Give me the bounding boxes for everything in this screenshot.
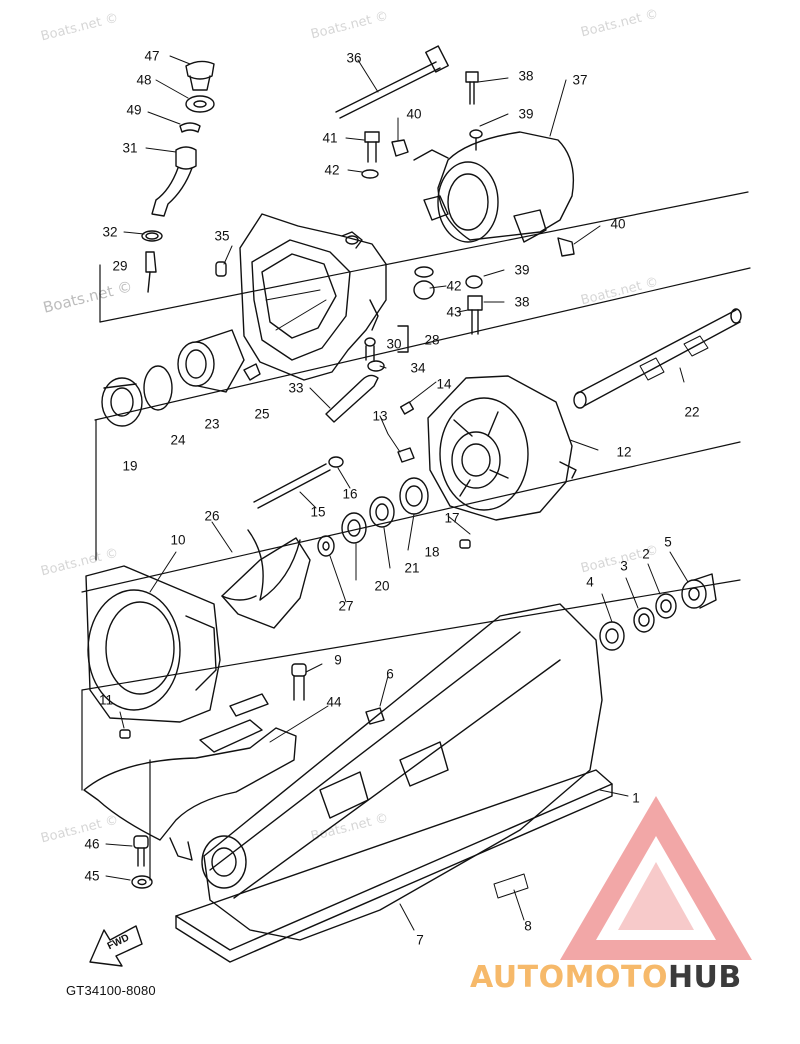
callout-31: 31 [122, 141, 137, 156]
callout-21: 21 [404, 561, 419, 576]
callout-40-bottom: 40 [610, 217, 625, 232]
callout-7: 7 [416, 933, 424, 948]
callout-22: 22 [684, 405, 699, 420]
o-ring-24 [143, 365, 173, 411]
callout-43: 43 [446, 305, 461, 320]
callout-34: 34 [410, 361, 426, 376]
callout-25: 25 [254, 407, 269, 422]
callout-42-bottom: 42 [446, 279, 461, 294]
pin-35 [215, 261, 227, 277]
callout-42-top: 42 [324, 163, 339, 178]
bearings-row [317, 477, 429, 557]
callout-49: 49 [126, 103, 141, 118]
callout-41: 41 [322, 131, 337, 146]
brand-part-hub: HUB [667, 960, 742, 995]
intake-cover-44 [83, 693, 297, 861]
callout-23: 23 [204, 417, 219, 432]
callout-numbers: 1 2 3 4 5 6 7 8 9 10 11 12 13 14 15 16 1… [84, 49, 699, 948]
washers-lower-left [131, 835, 153, 889]
fwd-label: FWD [106, 932, 131, 952]
callout-40-top: 40 [406, 107, 421, 122]
clamp-32 [141, 230, 163, 242]
nozzle-housing [239, 213, 387, 381]
callout-19: 19 [122, 459, 137, 474]
automotohub-logo-icon [560, 796, 752, 960]
intake-duct-23 [177, 329, 245, 393]
fitting-29 [145, 251, 157, 293]
callout-10: 10 [170, 533, 185, 548]
impeller-26 [221, 529, 311, 629]
brand-part-moto: MOTO [564, 960, 668, 995]
callout-9: 9 [334, 653, 342, 668]
callout-3: 3 [620, 559, 628, 574]
callout-1: 1 [632, 791, 640, 806]
stopper-assembly [179, 60, 215, 133]
callout-45: 45 [84, 869, 99, 884]
callout-26: 26 [204, 509, 219, 524]
bolts-top [361, 71, 575, 335]
callout-35: 35 [214, 229, 229, 244]
trim-cylinder-37 [413, 129, 575, 243]
drive-shaft-22 [573, 308, 742, 409]
callout-16: 16 [342, 487, 357, 502]
callout-33: 33 [288, 381, 303, 396]
callout-24: 24 [170, 433, 186, 448]
callout-2: 2 [642, 547, 650, 562]
callout-38-top: 38 [518, 69, 533, 84]
impeller-housing-12 [427, 375, 577, 521]
jet-intake-body [175, 603, 613, 963]
callout-27: 27 [338, 599, 353, 614]
callout-32: 32 [102, 225, 117, 240]
callout-17: 17 [444, 511, 459, 526]
brand-part-auto: AUTO [470, 960, 565, 995]
callout-6: 6 [386, 667, 394, 682]
callout-20: 20 [374, 579, 389, 594]
callout-8: 8 [524, 919, 532, 934]
callout-29: 29 [112, 259, 127, 274]
callout-46: 46 [84, 837, 99, 852]
leader-lines [105, 55, 689, 931]
hose-33 [325, 374, 379, 423]
hose-31 [151, 146, 197, 217]
callout-13: 13 [372, 409, 387, 424]
bearing-19 [101, 377, 143, 427]
fasteners-lower [291, 663, 385, 725]
section-lines [81, 191, 751, 881]
screw-25 [243, 363, 261, 381]
part-code: GT34100-8080 [66, 983, 156, 998]
callout-39-bottom: 39 [514, 263, 529, 278]
callout-38-bottom: 38 [514, 295, 529, 310]
callout-30: 30 [386, 337, 401, 352]
pump-housing-10 [85, 565, 221, 739]
callout-37: 37 [572, 73, 587, 88]
bracket-28 [364, 325, 409, 372]
small-parts-mid [253, 401, 471, 549]
brand-wordmark: AUTOMOTOHUB [470, 960, 742, 995]
callout-12: 12 [616, 445, 631, 460]
callout-5: 5 [664, 535, 672, 550]
fwd-arrow-icon: FWD [89, 925, 143, 967]
callout-14: 14 [436, 377, 452, 392]
callout-39-top: 39 [518, 107, 533, 122]
callout-11: 11 [99, 693, 113, 708]
ring-set-right [599, 573, 717, 651]
callout-28: 28 [424, 333, 439, 348]
rod-36 [335, 45, 449, 119]
callout-48: 48 [136, 73, 151, 88]
callout-44: 44 [326, 695, 342, 710]
callout-47: 47 [144, 49, 159, 64]
callout-15: 15 [310, 505, 325, 520]
callout-4: 4 [586, 575, 594, 590]
callout-18: 18 [424, 545, 439, 560]
callout-36: 36 [346, 51, 361, 66]
